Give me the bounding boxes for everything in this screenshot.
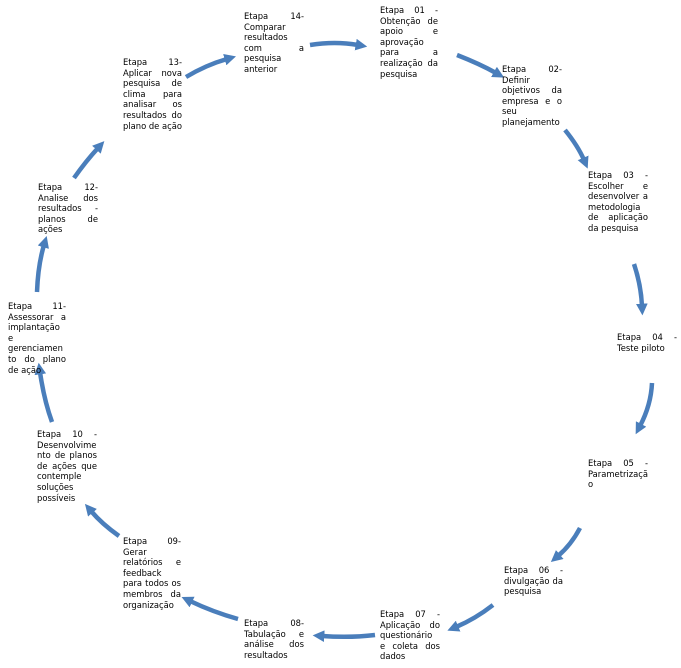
step-06: Etapa 06 - divulgação da pesquisa	[504, 565, 563, 597]
arrow-11-to-12	[34, 236, 49, 293]
arrow-12-to-13	[72, 141, 105, 180]
arrow-09-to-10	[84, 503, 121, 538]
arrow-01-to-02	[456, 52, 505, 78]
arrow-10-to-11	[34, 362, 55, 423]
step-08: Etapa 08- Tabulação e análise dos result…	[244, 618, 304, 660]
step-04: Etapa 04 - Teste piloto	[617, 332, 677, 353]
step-14: Etapa 14- Comparar resultados com a pesq…	[244, 11, 304, 74]
step-02: Etapa 02- Definir objetivos da empresa e…	[502, 64, 562, 127]
step-13: Etapa 13- Aplicar nova pesquisa de clima…	[123, 57, 182, 131]
step-11: Etapa 11- Assessorar a implantação e ger…	[8, 301, 66, 375]
arrow-06-to-07	[447, 603, 495, 632]
arrow-14-to-01	[309, 38, 368, 51]
arrow-05-to-06	[550, 526, 582, 563]
arrow-02-to-03	[563, 128, 589, 169]
step-12: Etapa 12- Analise dos resultados - plano…	[38, 182, 98, 235]
step-09: Etapa 09- Gerar relatórios e feedback pa…	[123, 536, 181, 610]
arrow-13-to-14	[184, 54, 236, 79]
step-10: Etapa 10 - Desenvolvimento de planos de …	[37, 429, 97, 503]
step-01: Etapa 01 - Obtenção de apoio e aprovação…	[380, 5, 438, 79]
step-07: Etapa 07 - Aplicação do questionário e c…	[380, 609, 440, 662]
arrow-08-to-09	[181, 596, 239, 622]
arrow-04-to-05	[635, 382, 655, 435]
arrow-07-to-08	[312, 630, 376, 643]
step-05: Etapa 05 - Parametrização	[588, 458, 649, 490]
arrow-03-to-04	[631, 263, 648, 316]
step-03: Etapa 03 - Escolher e desenvolver a meto…	[588, 170, 648, 233]
